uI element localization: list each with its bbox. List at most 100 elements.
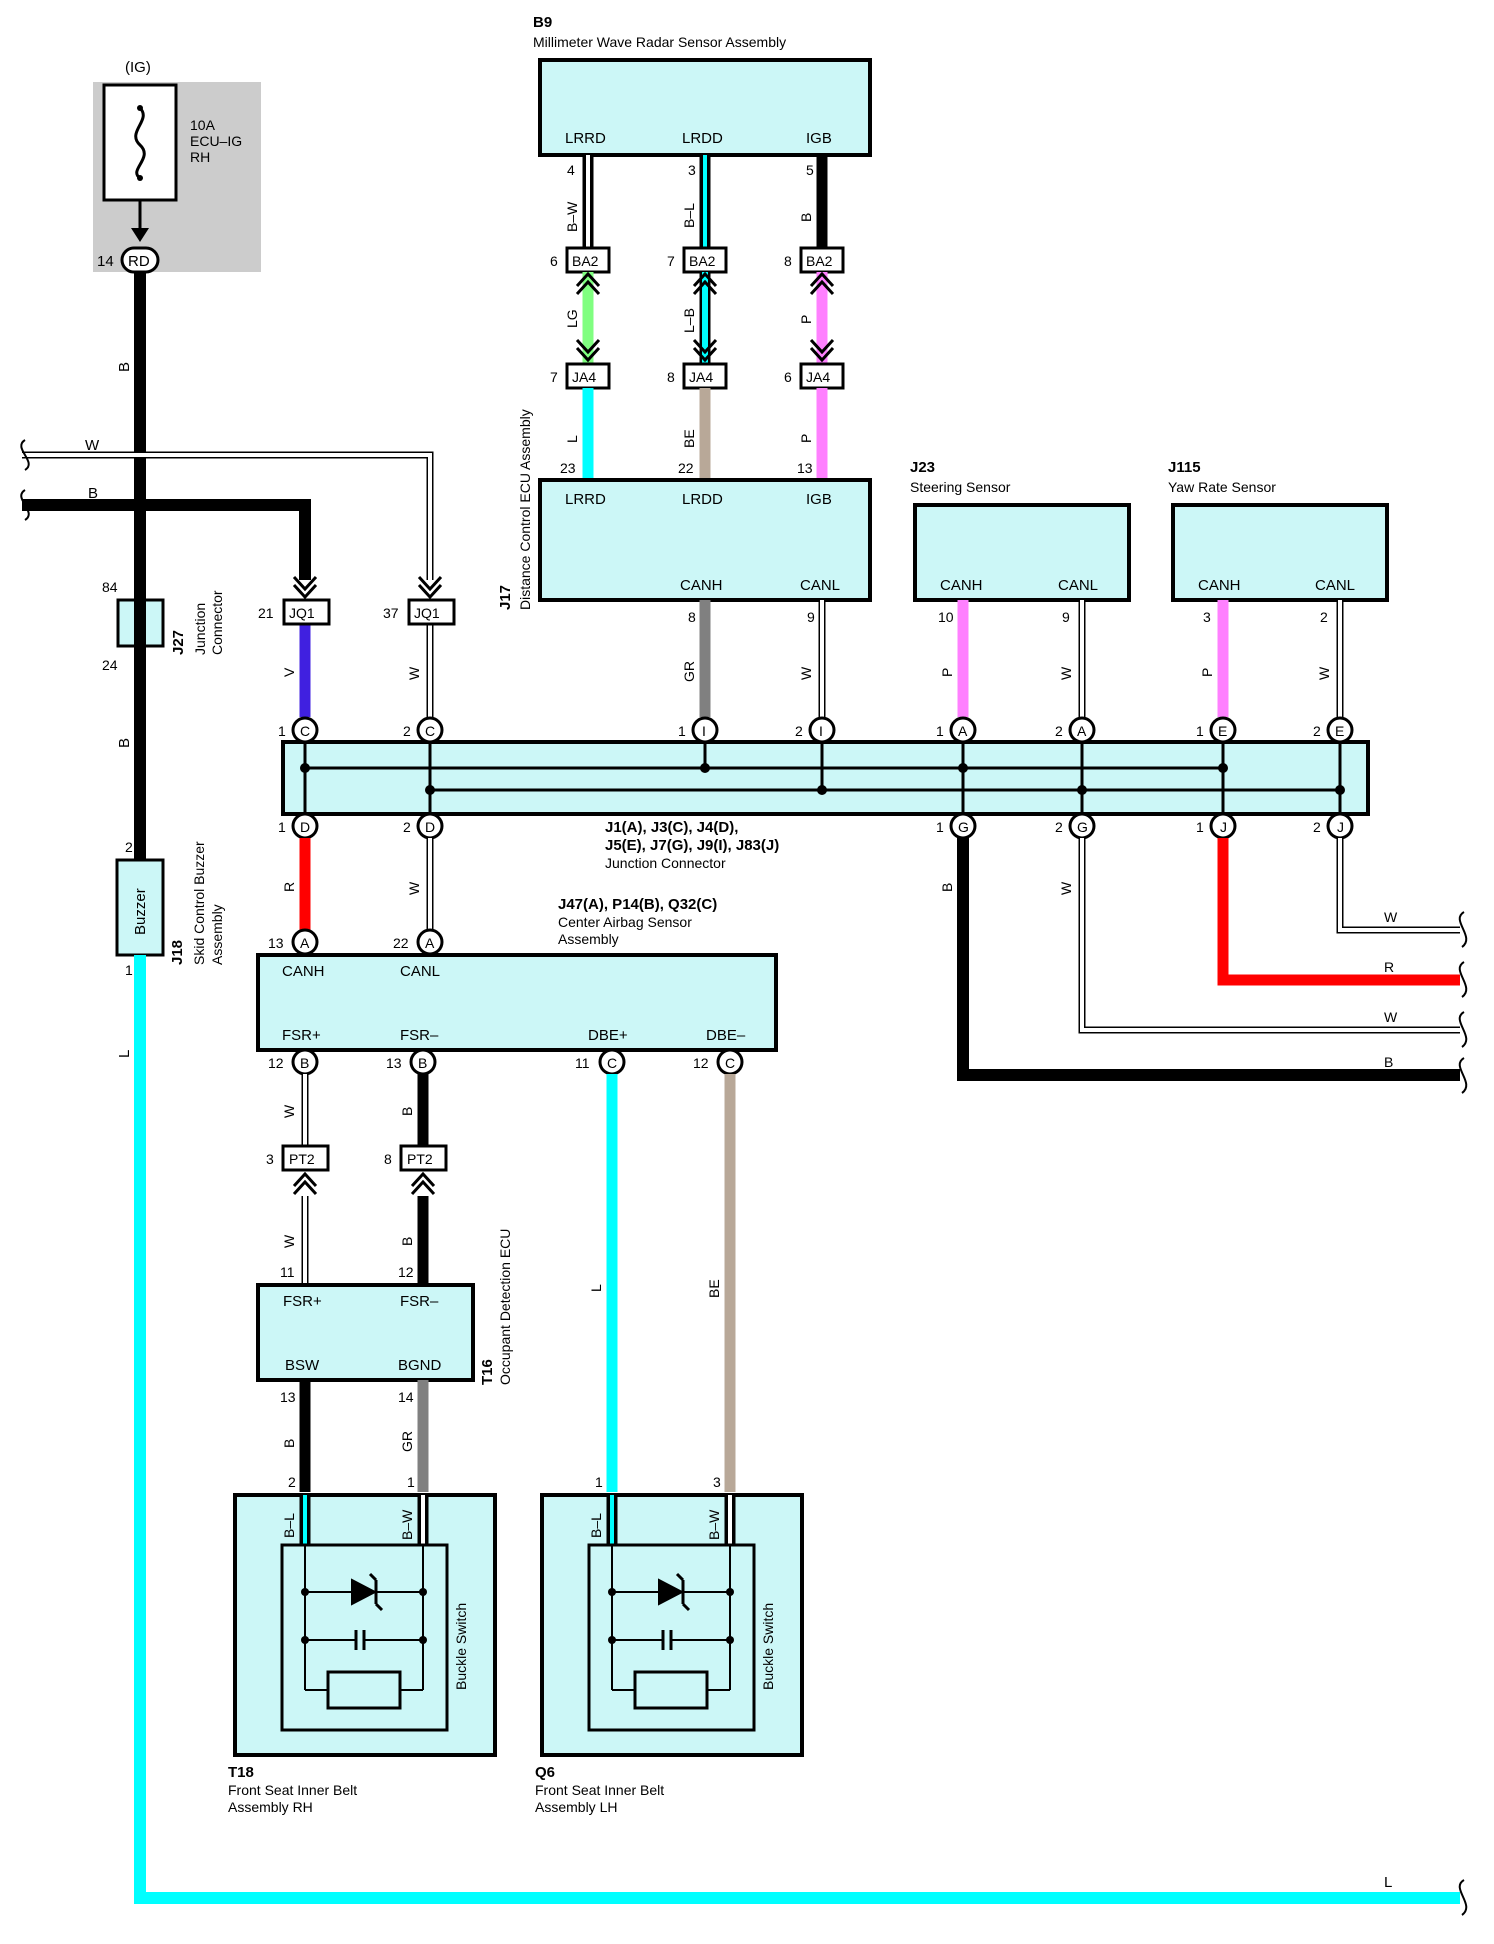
connector-arrow-icon (292, 575, 318, 600)
svg-text:D: D (300, 819, 310, 835)
wire-color-label: W (281, 1234, 297, 1248)
j18-name: Skid Control Buzzer (191, 841, 207, 965)
svg-text:E: E (1335, 723, 1344, 739)
j23-code: J23 (910, 459, 935, 476)
pin-letter: A (300, 935, 310, 951)
pin-letter: B (300, 1055, 309, 1071)
pin-label: 1 (595, 1474, 603, 1490)
wire-color-label: W (798, 666, 814, 680)
airbag-name: Assembly (558, 931, 619, 947)
connector-label: BA2 (572, 253, 599, 269)
j18-name: Assembly (209, 904, 225, 965)
connector-arrow-icon (417, 575, 443, 600)
pin-label: 12 (693, 1055, 709, 1071)
svg-text:G: G (958, 819, 969, 835)
ig-label: (IG) (125, 59, 151, 76)
terminal-label: CANL (800, 577, 840, 594)
wire-color-label: W (85, 437, 100, 454)
t18-box (233, 1493, 497, 1757)
wire-color-label: B (399, 1237, 415, 1246)
wire-color-label: W (1316, 666, 1332, 680)
wire-w-right-outline (1078, 838, 1460, 1034)
svg-text:2: 2 (403, 819, 411, 835)
buckle-switch-circuit-icon (304, 1545, 424, 1710)
pin-label: 13 (386, 1055, 402, 1071)
wire-color-label: L (588, 1284, 604, 1292)
svg-text:1: 1 (936, 819, 944, 835)
junction-pins-top: C1 C2 I1 I2 A1 A2 E1 E2 (278, 716, 1354, 744)
pin-label: 1 (407, 1474, 415, 1490)
pin-label: 2 (288, 1474, 296, 1490)
ja4-connector (682, 362, 728, 390)
pin-label: 12 (268, 1055, 284, 1071)
terminal-label: CANH (1198, 577, 1241, 594)
svg-text:J: J (1220, 819, 1227, 835)
pin-label: 8 (784, 253, 792, 269)
wire-color-label: B (88, 485, 98, 502)
wire-w-left-outline (22, 451, 434, 580)
svg-text:2: 2 (795, 723, 803, 739)
junction-dots (608, 1588, 734, 1644)
airbag-name: Center Airbag Sensor (558, 914, 692, 930)
terminal-label: FSR– (400, 1293, 439, 1310)
svg-text:2: 2 (1313, 723, 1321, 739)
j115-box (1171, 503, 1389, 602)
pin-label: 3 (266, 1151, 274, 1167)
buckle-switch-label: Buckle Switch (453, 1603, 469, 1690)
junction-bus-lines (303, 730, 1342, 826)
pin-label: 22 (393, 935, 409, 951)
q6-name: Front Seat Inner Belt (535, 1782, 664, 1798)
wire-color-label: B (939, 883, 955, 892)
wire-color-label: B–L (588, 1513, 604, 1538)
wire-color-label: B (798, 213, 814, 222)
wire-color-label: LG (564, 309, 580, 328)
pin-label: 6 (784, 369, 792, 385)
q6-code: Q6 (535, 1764, 555, 1781)
q6-box (540, 1493, 804, 1757)
j115-code: J115 (1168, 459, 1201, 476)
pin-letter: C (725, 1055, 735, 1071)
fuse-amp: 10A (190, 117, 216, 133)
pin-label: 24 (102, 657, 118, 673)
wire-color-label: BE (681, 429, 697, 448)
wire-color-label: B–L (681, 203, 697, 228)
wire-color-label: P (1199, 668, 1215, 677)
terminal-label: LRDD (682, 491, 723, 508)
t18-code: T18 (228, 1764, 254, 1781)
terminal-label: FSR– (400, 1027, 439, 1044)
terminal-label: FSR+ (282, 1027, 321, 1044)
wire-color-label: B (281, 1439, 297, 1448)
pin-label: 1 (125, 962, 133, 978)
pin-label: 6 (550, 253, 558, 269)
connector-label: PT2 (407, 1151, 433, 1167)
wire-w-right (1338, 838, 1460, 932)
wire-color-label: V (281, 667, 297, 677)
wire-color-label: B–W (706, 1509, 722, 1540)
pin-letter: B (418, 1055, 427, 1071)
terminal-label: LRDD (682, 130, 723, 147)
pin-label: 7 (667, 253, 675, 269)
wire-color-label: W (281, 1104, 297, 1118)
wire-color-label: B (399, 1107, 415, 1116)
svg-text:G: G (1077, 819, 1088, 835)
buckle-switch-frame (587, 1543, 756, 1732)
pin-label: 14 (97, 253, 114, 270)
wire-color-label: BE (706, 1279, 722, 1298)
terminal-label: LRRD (565, 130, 606, 147)
j23-box (913, 503, 1131, 602)
j17-name: Distance Control ECU Assembly (517, 409, 533, 610)
svg-text:E: E (1218, 723, 1227, 739)
pin-label: 8 (667, 369, 675, 385)
svg-text:C: C (425, 723, 435, 739)
wire-color-label: W (1058, 881, 1074, 895)
wire-color-label: R (281, 882, 297, 892)
junction-dots (300, 763, 1345, 795)
t16-name: Occupant Detection ECU (497, 1229, 513, 1385)
terminal-label: DBE+ (588, 1027, 628, 1044)
svg-text:C: C (300, 723, 310, 739)
pin-label: 22 (678, 460, 694, 476)
pin-label: 9 (1062, 609, 1070, 625)
fuse-symbol-icon (134, 106, 146, 180)
pin-label: 2 (125, 839, 133, 855)
